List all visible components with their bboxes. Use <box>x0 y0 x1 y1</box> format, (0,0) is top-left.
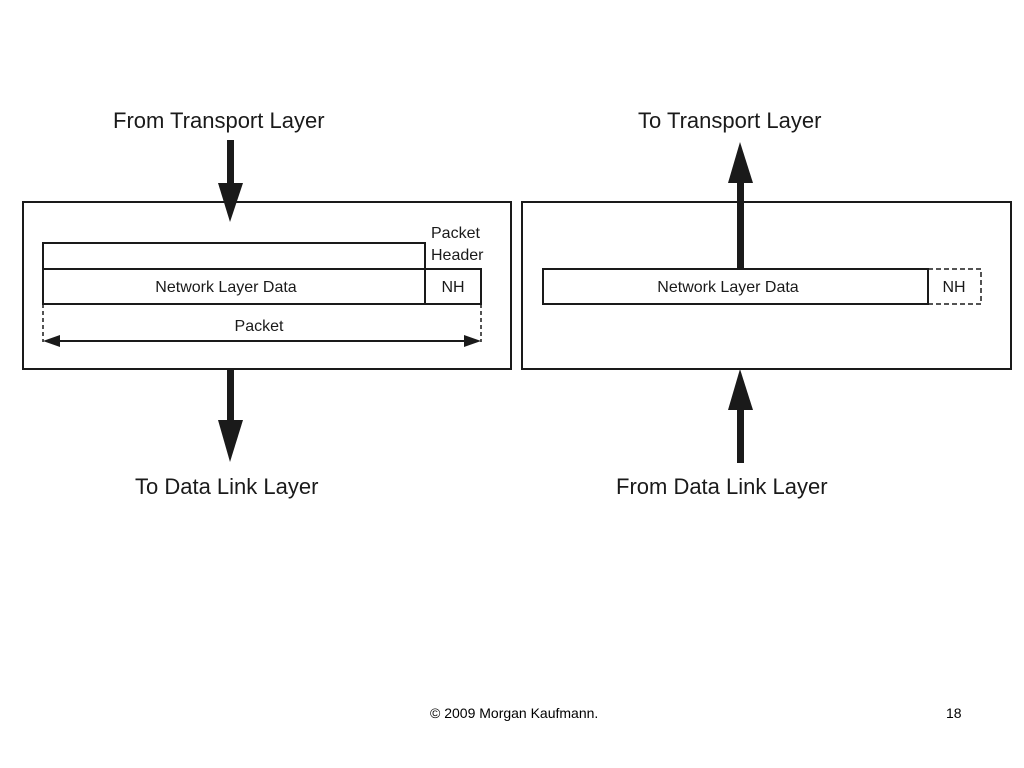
copyright-notice: © 2009 Morgan Kaufmann. <box>430 705 599 721</box>
from-transport-layer-label: From Transport Layer <box>113 108 325 133</box>
receiving-side: To Transport Layer Network Layer Data NH… <box>521 108 1012 499</box>
arrow-down-into-network-layer <box>218 140 243 222</box>
packet-label: Packet <box>235 318 284 335</box>
network-layer-data-label-receiving: Network Layer Data <box>657 279 798 296</box>
arrow-down-to-data-link <box>218 369 243 462</box>
nh-header-block-stripped <box>927 268 982 305</box>
nh-header-label: NH <box>441 279 464 296</box>
arrow-up-from-data-link <box>728 369 753 463</box>
network-layer-data-label: Network Layer Data <box>155 279 296 296</box>
arrow-up-to-transport <box>728 142 753 269</box>
sending-side: From Transport Layer Packet Header Netwo… <box>22 108 512 499</box>
transport-data-bar <box>42 242 426 270</box>
to-transport-layer-label: To Transport Layer <box>638 108 821 133</box>
nh-header-block <box>424 268 482 305</box>
packet-header-caption-line1: Packet <box>431 225 480 242</box>
packet-header-caption-line2: Header <box>431 247 484 264</box>
packet-span-arrow <box>43 335 481 347</box>
to-data-link-layer-label: To Data Link Layer <box>135 474 318 499</box>
page-number: 18 <box>946 705 962 721</box>
network-layer-box-receiving <box>521 201 1012 370</box>
network-layer-box-sending <box>22 201 512 370</box>
from-data-link-layer-label: From Data Link Layer <box>616 474 828 499</box>
nh-header-label-receiving: NH <box>942 279 965 296</box>
network-layer-data-block-receiving <box>542 268 929 305</box>
